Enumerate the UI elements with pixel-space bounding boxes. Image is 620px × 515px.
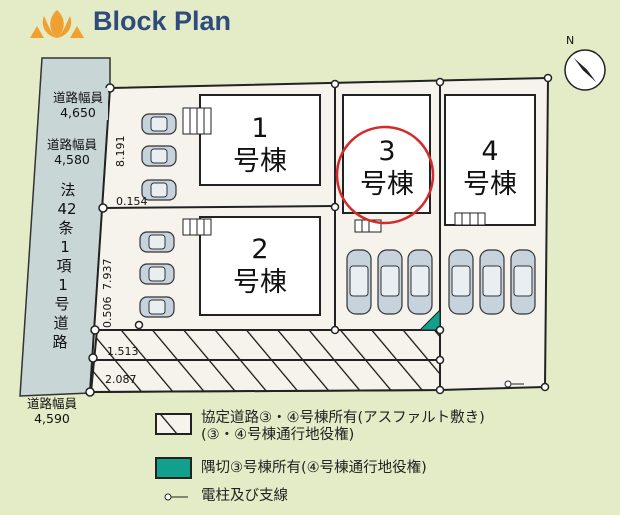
car-icon <box>448 249 474 315</box>
hatch-swatch-icon <box>155 413 192 435</box>
house-2 <box>199 216 321 316</box>
car-icon <box>139 296 175 318</box>
road-type-char: 道 <box>53 314 68 332</box>
teal-swatch-icon <box>155 457 192 479</box>
car-icon <box>141 145 177 167</box>
lot-2-number: 2 <box>251 234 268 265</box>
steps-icon <box>182 218 212 236</box>
road-type-char: 項 <box>56 257 71 275</box>
boundary-marker-icon <box>85 73 553 397</box>
car-icon <box>377 249 403 315</box>
page-title: Block Plan <box>93 6 232 36</box>
dimension-label: 1.513 <box>107 345 139 358</box>
lot-4-number: 4 <box>481 136 498 167</box>
car-icon <box>141 113 177 135</box>
compass-icon <box>564 49 606 91</box>
lot-3-suffix: 号棟 <box>360 169 414 200</box>
compass-north-label: N <box>566 34 574 47</box>
dimension-label: 7.937 <box>101 259 114 291</box>
road-width-label: 道路幅員 <box>47 137 98 152</box>
car-icon <box>346 249 372 315</box>
steps-icon <box>454 212 486 226</box>
car-icon <box>139 263 175 285</box>
legend-item-utility-pole: 電柱及び支線 <box>201 488 288 504</box>
road-width-label: 道路幅員 <box>53 90 104 105</box>
lot-2-suffix: 号棟 <box>233 267 287 298</box>
road-width-value: 4,580 <box>54 152 90 167</box>
dimension-label: 2.087 <box>105 373 137 386</box>
legend-item-corner-cut: 隅切③号棟所有(④号棟通行地役権) <box>201 460 427 476</box>
road-width-value: 4,590 <box>34 411 70 426</box>
dimension-label: 8.191 <box>114 136 127 168</box>
road-width-label: 道路幅員 <box>27 396 78 411</box>
lot-4-suffix: 号棟 <box>463 169 517 200</box>
car-icon <box>479 249 505 315</box>
road-type-char: 号 <box>54 295 69 313</box>
corner-cut-teal <box>418 308 441 331</box>
road-type-char: 1 <box>60 238 70 256</box>
lot-1-number: 1 <box>251 113 268 144</box>
car-icon <box>139 231 175 253</box>
house-1 <box>199 94 321 186</box>
dimension-label: 0.506 <box>101 297 114 329</box>
car-icon <box>407 249 433 315</box>
road-type-char: 1 <box>58 276 68 294</box>
house-4 <box>444 94 536 226</box>
road-type-char: 42 <box>57 200 76 218</box>
steps-icon <box>182 107 212 135</box>
dimension-label: 0.154 <box>116 195 148 208</box>
lot-3-number: 3 <box>378 136 395 167</box>
road-width-value: 4,650 <box>60 105 96 120</box>
road-type-char: 法 <box>60 181 75 199</box>
road-type-char: 条 <box>58 219 73 237</box>
highlight-circle <box>335 125 435 225</box>
lot-1-suffix: 号棟 <box>233 146 287 177</box>
utility-pole-icon <box>504 380 524 388</box>
car-icon <box>510 249 536 315</box>
legend-text: (③・④号棟通行地役権) <box>201 427 355 443</box>
pole-symbol-icon <box>164 493 188 501</box>
road-type-char: 路 <box>52 333 67 351</box>
lotus-icon <box>30 10 84 38</box>
legend-text: 協定道路③・④号棟所有(アスファルト敷き) <box>201 410 485 426</box>
legend-item-agreement-road: 協定道路③・④号棟所有(アスファルト敷き) (③・④号棟通行地役権) <box>201 410 485 444</box>
